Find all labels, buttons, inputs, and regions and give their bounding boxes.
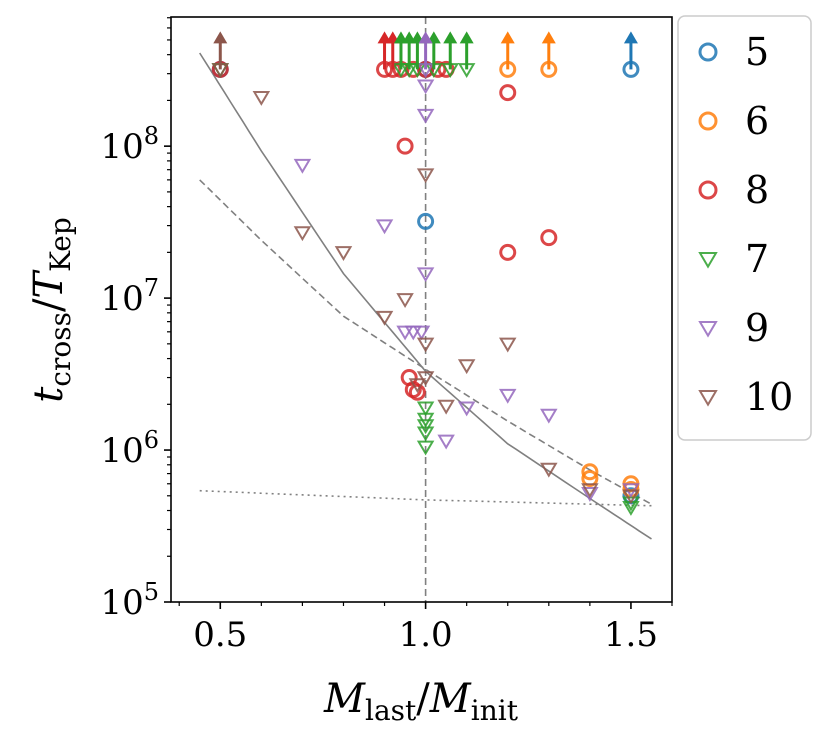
legend-marker-7 — [698, 252, 718, 269]
data-point-series-7 — [416, 440, 435, 456]
limit-arrowhead-series-5 — [623, 31, 638, 44]
y-tick-label: 106 — [100, 426, 159, 471]
legend-label-10: 10 — [745, 375, 793, 419]
limit-arrowhead-series-7 — [459, 31, 474, 44]
limit-arrowhead-series-6 — [541, 31, 556, 44]
legend-label-5: 5 — [745, 30, 769, 74]
data-point-series-6 — [581, 463, 599, 481]
x-tick-label: 0.5 — [193, 615, 247, 655]
data-point-series-9 — [293, 158, 312, 174]
data-point-series-10 — [581, 483, 599, 499]
legend: 5 6 8 7 9 10 — [677, 15, 812, 441]
y-axis-ticks: 105 106 107 108 — [100, 17, 171, 623]
data-point-series-9 — [540, 408, 558, 424]
data-point-series-9 — [416, 79, 435, 95]
x-axis-label: Mlast/Minit — [323, 676, 519, 727]
data-point-series-7 — [416, 426, 435, 442]
data-point-series-9 — [581, 486, 599, 502]
legend-marker-8 — [698, 180, 718, 200]
y-axis-label: tcross/TKep — [26, 217, 77, 403]
legend-label-7: 7 — [745, 237, 769, 281]
data-point-series-9 — [396, 325, 414, 341]
limit-arrowhead-series-9 — [418, 31, 433, 44]
data-point-series-8 — [408, 383, 426, 401]
data-point-series-7 — [416, 419, 435, 435]
legend-marker-9 — [698, 321, 718, 338]
x-tick-label: 1.0 — [399, 615, 453, 655]
y-tick-label: 105 — [100, 578, 159, 623]
data-point-series-10 — [416, 371, 435, 387]
data-point-series-10 — [293, 226, 312, 242]
limit-arrowhead-series-10 — [213, 31, 228, 44]
data-point-series-8 — [396, 137, 414, 155]
data-point-series-5 — [417, 212, 435, 230]
upper-limit-arrows — [213, 31, 638, 70]
data-point-series-9 — [412, 325, 431, 341]
limit-arrowhead-series-7 — [443, 31, 458, 44]
y-tick-label: 107 — [100, 274, 159, 319]
legend-label-9: 9 — [745, 306, 769, 350]
plot-frame — [170, 16, 673, 603]
data-point-series-8 — [499, 243, 517, 261]
reference-line-dashed — [199, 179, 652, 505]
data-point-series-9 — [404, 325, 423, 341]
data-point-series-9 — [457, 401, 476, 417]
data-point-series-9 — [437, 434, 455, 450]
data-point-series-8 — [499, 84, 517, 102]
data-point-series-9 — [416, 267, 435, 283]
data-point-series-10 — [334, 246, 353, 261]
data-point-series-7 — [416, 401, 435, 417]
legend-frame — [677, 15, 812, 441]
y-tick-label: 108 — [100, 122, 159, 167]
legend-label-8: 8 — [745, 168, 769, 212]
data-point-series-6 — [581, 469, 599, 487]
data-point-series-10 — [416, 337, 435, 353]
legend-marker-6 — [698, 111, 718, 131]
data-point-series-10 — [437, 399, 455, 415]
data-point-series-10 — [408, 378, 427, 394]
data-point-series-10 — [252, 90, 271, 106]
legend-marker-5 — [698, 42, 718, 62]
data-point-series-8 — [540, 229, 558, 247]
data-point-series-10 — [540, 462, 558, 478]
data-point-series-10 — [622, 489, 640, 505]
data-point-series-10 — [457, 359, 476, 375]
reference-lines — [199, 17, 652, 602]
x-tick-label: 1.5 — [604, 615, 658, 655]
data-point-series-10 — [396, 293, 414, 309]
data-point-series-9 — [416, 108, 435, 124]
data-point-series-10 — [498, 337, 517, 353]
data-point-series-10 — [416, 168, 435, 184]
data-point-series-9 — [375, 219, 394, 235]
legend-label-6: 6 — [745, 99, 769, 143]
limit-arrowhead-series-6 — [500, 31, 515, 44]
data-point-series-9 — [498, 388, 517, 404]
legend-marker-10 — [698, 390, 718, 407]
x-axis-ticks: 0.5 1.0 1.5 — [178, 602, 673, 655]
data-point-series-10 — [375, 310, 394, 326]
